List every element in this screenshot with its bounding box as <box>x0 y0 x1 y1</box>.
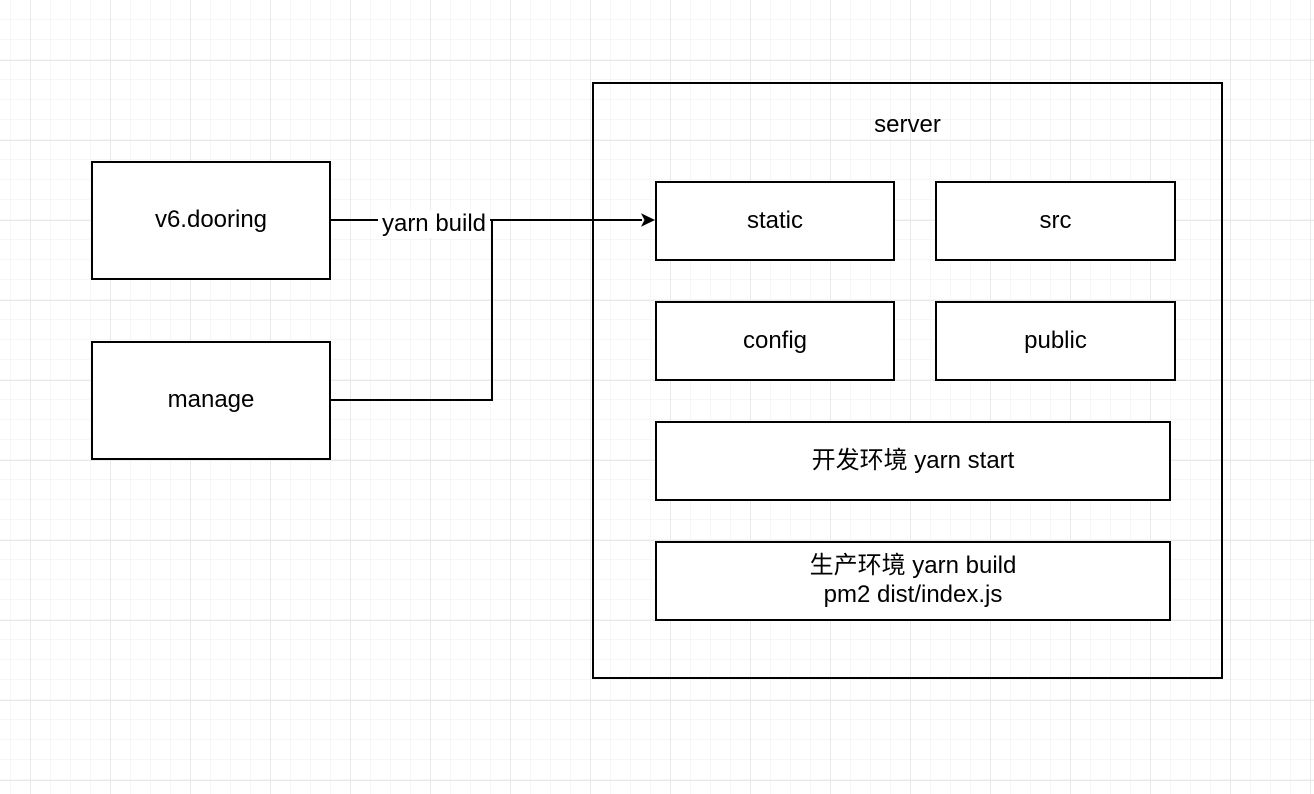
node-v6-dooring-label: v6.dooring <box>154 206 268 234</box>
node-prod-env[interactable]: 生产环境 yarn build pm2 dist/index.js <box>655 541 1171 621</box>
server-group[interactable]: server <box>592 82 1223 679</box>
node-config[interactable]: config <box>655 301 895 381</box>
node-dev-env-label: 开发环境 yarn start <box>811 446 1015 474</box>
node-v6-dooring[interactable]: v6.dooring <box>91 161 331 280</box>
edge-manage-to-static[interactable] <box>331 220 493 401</box>
node-public-label: public <box>1024 326 1087 354</box>
node-public[interactable]: public <box>935 301 1176 381</box>
node-manage-label: manage <box>167 386 255 414</box>
node-src[interactable]: src <box>935 181 1176 261</box>
node-static[interactable]: static <box>655 181 895 261</box>
node-prod-env-label-line2: pm2 dist/index.js <box>823 581 1003 608</box>
arrowhead-icon <box>641 213 655 227</box>
edge-label-yarn-build[interactable]: yarn build <box>378 210 490 238</box>
node-config-label: config <box>742 326 808 354</box>
node-prod-env-label-line1: 生产环境 yarn build <box>809 552 1017 580</box>
node-manage[interactable]: manage <box>91 341 331 460</box>
node-src-label: src <box>1039 206 1072 234</box>
node-dev-env[interactable]: 开发环境 yarn start <box>655 421 1171 501</box>
server-group-title: server <box>874 111 941 138</box>
node-static-label: static <box>746 206 803 234</box>
